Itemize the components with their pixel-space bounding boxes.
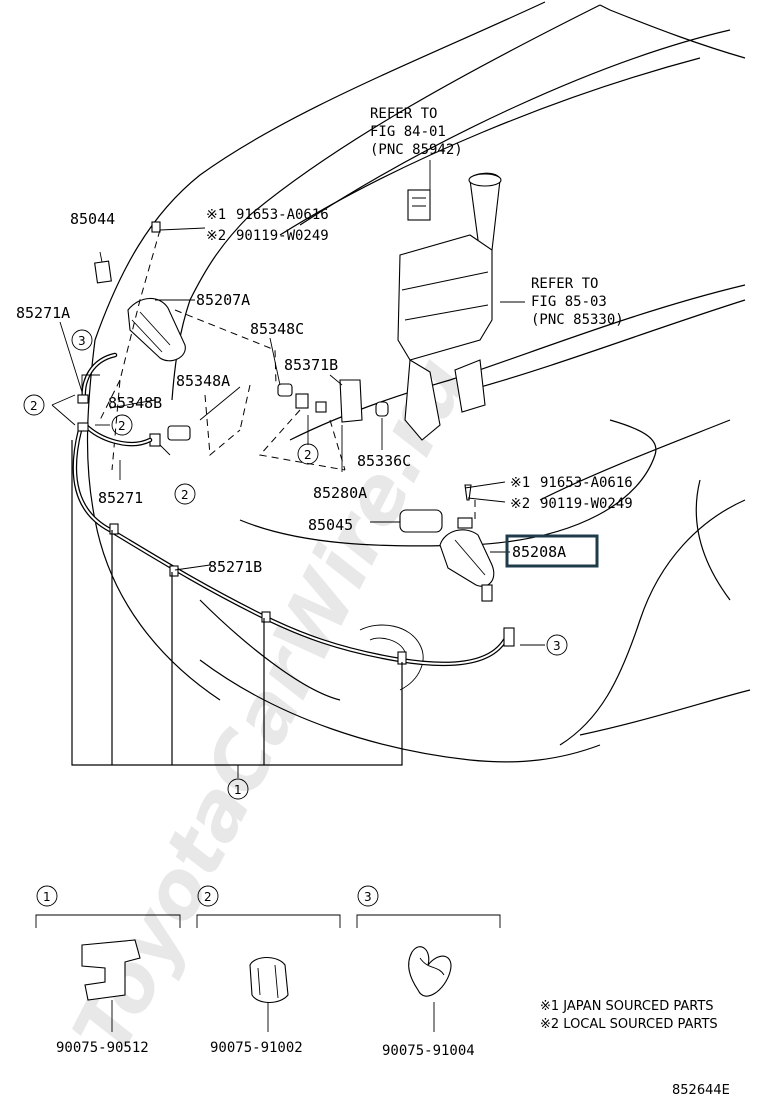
part-label-85044: 85044 [70,210,115,228]
washer-hoses [72,352,515,667]
legend-item-3: 3 90075-91004 [356,885,501,1059]
figure-id: 852644E [672,1083,730,1098]
callout-1-bottom: 1 [227,778,249,800]
part-label-85371B: 85371B [284,356,338,374]
note-mid-1-code: 91653-A0616 [540,475,633,491]
source-notes-mid: ※1 91653-A0616 ※2 90119-W0249 [510,475,633,512]
refer-85-line-3: (PNC 85330) [531,312,624,328]
legend-item-2: 2 90075-91002 [196,885,341,1056]
part-label-85271A: 85271A [16,304,70,322]
washer-tank [397,172,502,441]
callout-2-mid: 2 [111,414,133,436]
svg-text:1: 1 [234,783,242,797]
source-notes-top: ※1 91653-A0616 ※2 90119-W0249 [206,207,329,244]
part-label-85045: 85045 [308,516,353,534]
part-label-85280A: 85280A [313,484,367,502]
callout-3-upper: 3 [71,329,93,351]
legend-part-no-3: 90075-91004 [382,1043,475,1059]
callout-2-center: 2 [297,443,319,465]
legend-part-no-1: 90075-90512 [56,1040,149,1056]
refer-block-85-03: REFER TO FIG 85-03 (PNC 85330) [531,276,624,328]
part-label-85348A: 85348A [176,372,230,390]
leader-lines [51,160,545,646]
refer-84-line-1: REFER TO [370,106,437,122]
callout-2-lower: 2 [174,483,196,505]
callout-3-right: 3 [546,634,568,656]
part-label-85348C: 85348C [250,320,304,338]
svg-text:2: 2 [304,448,312,462]
callout-1-bracket [71,440,403,778]
legend-part-no-2: 90075-91002 [210,1040,303,1056]
fittings [149,379,389,447]
vehicle-body-outline [86,1,751,763]
footnote-japan: ※1 JAPAN SOURCED PARTS [540,999,714,1014]
note-mid-1-mark: ※1 [510,475,530,491]
nozzle-assembly-left [94,221,186,362]
part-label-85348B: 85348B [108,394,162,412]
part-label-85271B: 85271B [208,558,262,576]
refer-85-line-2: FIG 85-03 [531,294,607,310]
note-mid-2-code: 90119-W0249 [540,496,633,512]
legend: 1 90075-90512 2 90075-91002 3 90075-9100… [35,885,501,1059]
part-label-85207A: 85207A [196,291,250,309]
note-top-1-code: 91653-A0616 [236,207,329,223]
note-mid-2-mark: ※2 [510,496,530,512]
footnote-local: ※2 LOCAL SOURCED PARTS [540,1017,718,1032]
part-label-85271: 85271 [98,489,143,507]
diagram-callouts: 3 2 2 2 2 3 1 [23,329,568,800]
legend-item-1: 1 90075-90512 [35,885,181,1056]
part-labels: 85044 85271A 85207A 85348C 85371B 85348A… [16,210,566,576]
svg-text:2: 2 [181,488,189,502]
part-label-85208A: 85208A [512,543,566,561]
highlight-box-85208A [505,534,599,568]
svg-text:2: 2 [30,399,38,413]
note-top-2-code: 90119-W0249 [236,228,329,244]
hidden-lines [99,229,476,520]
note-top-1-mark: ※1 [206,207,226,223]
note-top-2-mark: ※2 [206,228,226,244]
svg-text:3: 3 [78,334,86,348]
svg-text:2: 2 [118,419,126,433]
refer-84-line-3: (PNC 85942) [370,142,463,158]
refer-84-line-2: FIG 84-01 [370,124,446,140]
refer-block-84-01: REFER TO FIG 84-01 (PNC 85942) [370,106,463,158]
callout-2-left: 2 [23,394,45,416]
refer-85-line-1: REFER TO [531,276,598,292]
legend-key-2: 2 [204,890,212,904]
legend-key-3: 3 [364,890,372,904]
legend-key-1: 1 [43,890,51,904]
nozzle-assembly-right [399,484,495,602]
part-label-85336C: 85336C [357,452,411,470]
svg-text:3: 3 [553,639,561,653]
